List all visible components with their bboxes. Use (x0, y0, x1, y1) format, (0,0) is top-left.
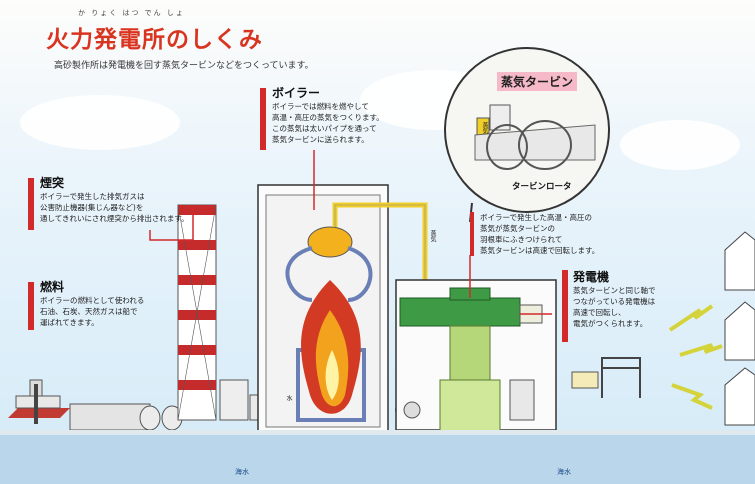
boiler-callout: ボイラー ボイラーでは燃料を燃やして 高温・高圧の蒸気をつくります。 この蒸気は… (272, 86, 422, 145)
page-title: 火力発電所のしくみ (46, 27, 263, 53)
boiler-heading: ボイラー (272, 86, 321, 100)
steam-flow-label: 蒸気 (429, 230, 436, 242)
chimney-line: 通してきれいにされ煙突から排出されます。 (40, 214, 189, 223)
fuel-callout: 燃料 ボイラーの燃料として使われる 石油、石炭、天然ガスは船で 運ばれてきます。 (40, 280, 190, 328)
fuel-heading: 燃料 (40, 280, 65, 294)
turbine-rotor-label: タービンロータ (512, 182, 572, 192)
water-flow-label: 水 (285, 395, 292, 401)
fuel-line: ボイラーの燃料として使われる (40, 296, 145, 305)
generator-callout: 発電機 蒸気タービンと同じ軸で つながっている発電機は 高速で回転し、 電気がつ… (573, 270, 683, 329)
title-ruby: か りょく はつ でん しょ (78, 9, 185, 17)
generator-line: 電気がつくられます。 (573, 319, 648, 328)
sea-water (0, 435, 755, 484)
turbine-note-callout: ボイラーで発生した高温・高圧の 蒸気が蒸気タービンの 羽根車にふきつけられて 蒸… (480, 212, 630, 256)
turbine-note-line: 羽根車にふきつけられて (480, 235, 563, 244)
fuel-line: 運ばれてきます。 (40, 318, 99, 327)
magnifier-steam-label: 蒸気 (481, 122, 488, 134)
cloud (620, 120, 740, 170)
fuel-tanker-ship (8, 379, 70, 424)
fuel-tanks (69, 403, 183, 431)
fuel-line: 石油、石炭、天然ガスは船で (40, 307, 138, 316)
page-subtitle: 高砂製作所は発電機を回す蒸気タービンなどをつくっています。 (54, 61, 314, 71)
chimney-heading: 煙突 (40, 176, 65, 190)
generator-line: 蒸気タービンと同じ軸で (573, 286, 656, 295)
chimney-line: ボイラーで発生した排気ガスは (40, 192, 145, 201)
generator-heading: 発電機 (573, 270, 610, 284)
generator-line: つながっている発電機は (573, 297, 656, 306)
boiler-line: 高温・高圧の蒸気をつくります。 (272, 113, 384, 122)
chimney-callout: 煙突 ボイラーで発生した排気ガスは 公害防止機器(集じん器など)を 通してきれい… (40, 176, 190, 224)
substation (571, 357, 641, 398)
steam-turbine-label: 蒸気タービン (497, 72, 578, 91)
turbine-hall (395, 279, 557, 436)
boiler-line: ボイラーでは燃料を燃やして (272, 102, 369, 111)
turbine-note-line: 蒸気タービンは高速で回転します。 (480, 246, 600, 255)
chimney (177, 204, 217, 421)
turbine-note-line: ボイラーで発生した高温・高圧の (480, 213, 593, 222)
boiler-building (257, 184, 389, 436)
cloud (20, 95, 180, 150)
generator-line: 高速で回転し、 (573, 308, 626, 317)
boiler-line: この蒸気は太いパイプを通って (272, 124, 377, 133)
turbine-note-line: 蒸気が蒸気タービンの (480, 224, 555, 233)
sea-water-right-label: 海水 (557, 468, 571, 476)
boiler-line: 蒸気タービンに送られます。 (272, 135, 369, 144)
sea-water-left-label: 海水 (235, 468, 249, 476)
chimney-line: 公害防止機器(集じん器など)を (40, 203, 144, 212)
